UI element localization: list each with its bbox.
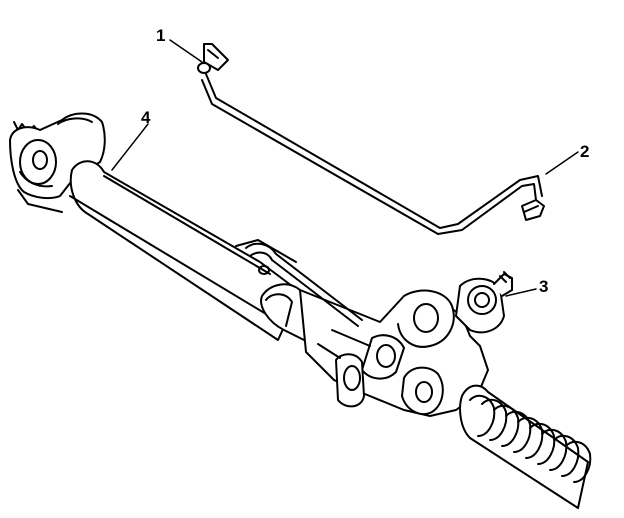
- right-bellows-boot: [459, 384, 592, 509]
- callout-1: 1: [156, 26, 166, 45]
- pipe-fitting-end: [521, 199, 545, 221]
- rack-housing-tube: [69, 160, 344, 355]
- pipe-fitting-top-nut: [197, 62, 211, 74]
- leader-4: [111, 123, 149, 171]
- left-mount-bushing: [9, 112, 106, 213]
- leader-2: [545, 151, 579, 175]
- valve-housing: [299, 289, 489, 417]
- valve-inlet-fitting: [455, 271, 513, 334]
- callout-3: 3: [539, 277, 549, 296]
- callout-2: 2: [580, 142, 590, 161]
- leader-3: [505, 288, 537, 297]
- leader-lines: [111, 39, 579, 297]
- transfer-pipe: [197, 43, 545, 235]
- transfer-tube-lower: [245, 242, 363, 327]
- callout-4: 4: [141, 108, 151, 127]
- leader-1: [169, 39, 203, 63]
